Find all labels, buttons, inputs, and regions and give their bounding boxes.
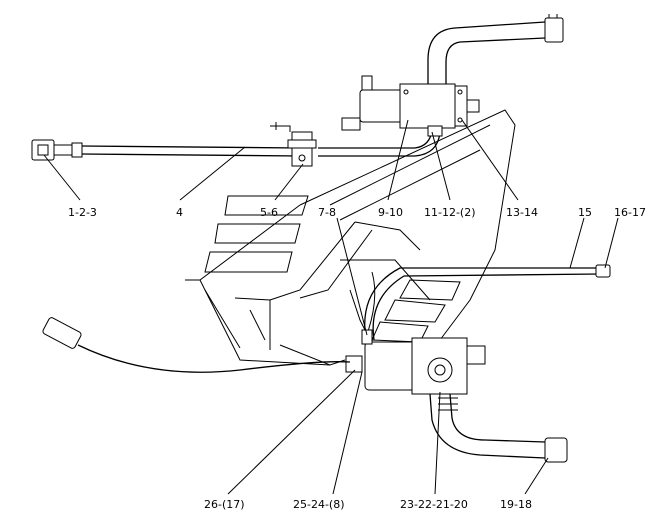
pipe-clamp xyxy=(270,122,317,167)
callout-label: 23-22-21-20 xyxy=(400,498,468,511)
machine-body-outline xyxy=(185,109,516,366)
callout-label: 11-12-(2) xyxy=(424,206,476,219)
leader-lines xyxy=(43,119,619,495)
callout-label: 5-6 xyxy=(260,206,278,219)
callout-label: 19-18 xyxy=(500,498,532,511)
callout-label: 26-(17) xyxy=(204,498,245,511)
upper-valve-assembly xyxy=(341,14,564,137)
callout-label: 15 xyxy=(578,206,592,219)
hoses xyxy=(349,264,611,341)
callout-labels: 1-2-3 4 5-6 7-8 9-10 11-12-(2) 13-14 15 … xyxy=(68,206,646,511)
upper-steering-pipe xyxy=(31,129,441,161)
callout-label: 16-17 xyxy=(614,206,646,219)
callout-label: 13-14 xyxy=(506,206,538,219)
callout-label: 9-10 xyxy=(378,206,403,219)
callout-label: 7-8 xyxy=(318,206,336,219)
callout-label: 4 xyxy=(176,206,183,219)
lower-pump-assembly xyxy=(42,317,568,463)
callout-label: 1-2-3 xyxy=(68,206,97,219)
callout-label: 25-24-(8) xyxy=(293,498,345,511)
